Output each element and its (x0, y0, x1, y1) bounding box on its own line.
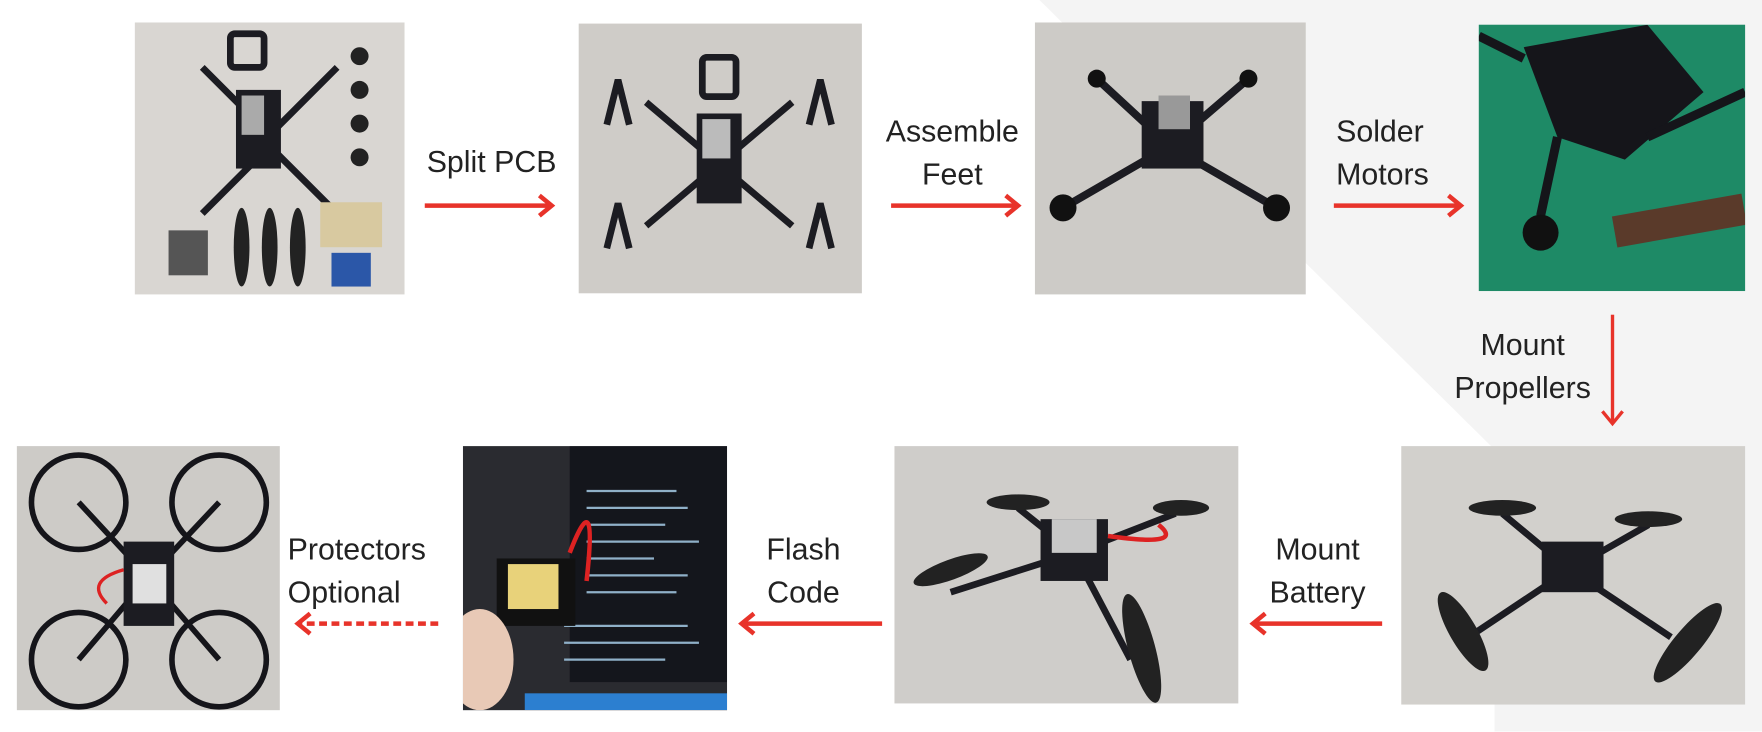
arrow-right-icon (891, 193, 1022, 218)
battery-mounted-photo (894, 446, 1239, 704)
dashed-arrow-left-icon (294, 611, 439, 636)
label-line: Assemble (885, 114, 1019, 149)
label-line: Propellers (1454, 370, 1591, 405)
label-line: Motors (1336, 157, 1429, 192)
split-pcb-photo (578, 23, 862, 294)
arrow-down-icon (1601, 314, 1624, 427)
arrow-left-icon (738, 611, 883, 636)
step-label-split-pcb: Split PCB (416, 140, 568, 183)
arrow-right-icon (424, 193, 556, 218)
soldering-motors-photo (1478, 24, 1746, 292)
arrow-left-icon (1249, 611, 1383, 636)
feet-assembled-photo (1034, 22, 1306, 295)
label-line: Protectors (287, 532, 426, 567)
with-protectors-photo (16, 446, 280, 711)
label-line: Feet (921, 157, 983, 192)
label-line: Code (767, 575, 840, 610)
label-line: Solder (1336, 114, 1424, 149)
label-line: Flash (766, 532, 841, 567)
label-line: Split PCB (426, 144, 557, 179)
label-line: Mount (1480, 328, 1565, 362)
label-line: Battery (1269, 575, 1366, 610)
arrow-right-icon (1333, 193, 1465, 218)
propellers-mounted-photo (1401, 446, 1746, 705)
flashing-code-photo (462, 446, 728, 711)
label-line: Mount (1275, 532, 1360, 567)
label-line: Optional (287, 575, 401, 610)
kit-parts-photo (134, 22, 405, 295)
